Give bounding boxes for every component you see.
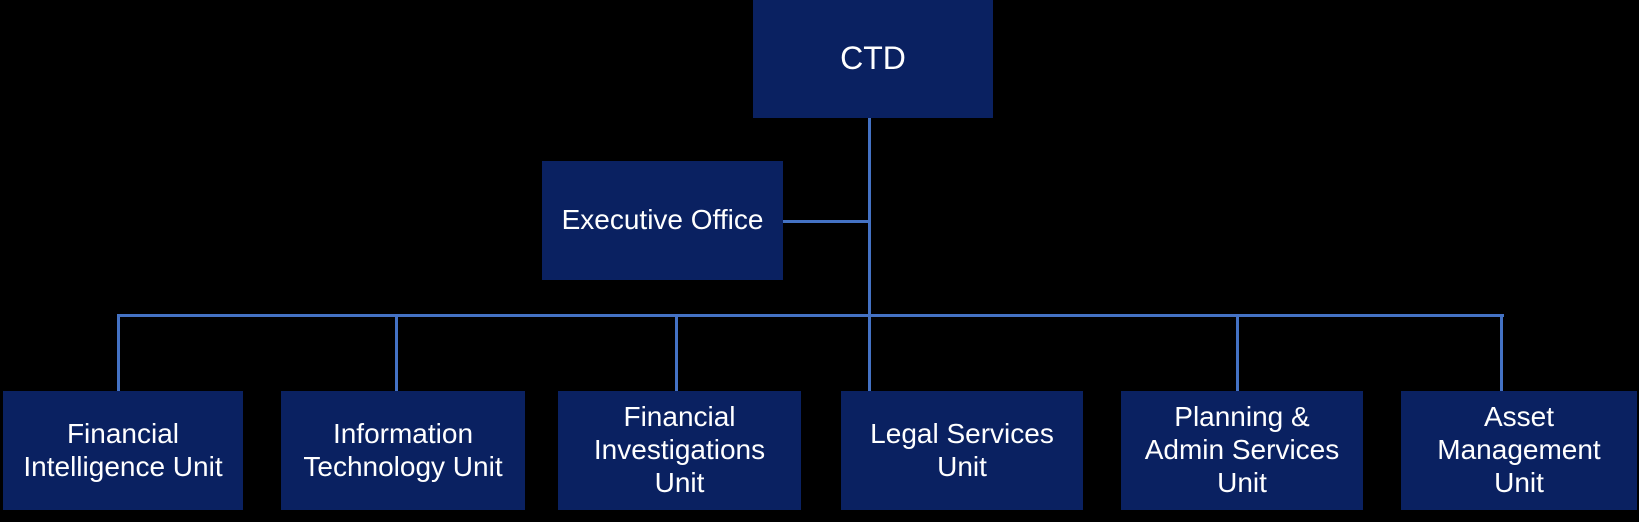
- org-box-asset-management-unit: Asset Management Unit: [1401, 391, 1637, 510]
- connector-drop-financial-investigations: [675, 314, 678, 391]
- org-box-planning-admin-services-unit-label: Planning & Admin Services Unit: [1144, 401, 1340, 498]
- org-box-financial-investigations-unit: Financial Investigations Unit: [558, 391, 801, 510]
- org-box-asset-management-unit-label: Asset Management Unit: [1437, 401, 1601, 498]
- org-box-financial-intelligence-unit: Financial Intelligence Unit: [3, 391, 243, 510]
- connector-drop-planning-admin: [1236, 314, 1239, 391]
- org-box-financial-intelligence-unit-label: Financial Intelligence Unit: [23, 417, 223, 482]
- org-box-planning-admin-services-unit: Planning & Admin Services Unit: [1121, 391, 1363, 510]
- connector-drop-asset-management: [1500, 314, 1503, 391]
- org-box-financial-investigations-unit-label: Financial Investigations Unit: [593, 401, 766, 498]
- org-box-information-technology-unit: Information Technology Unit: [281, 391, 525, 510]
- org-box-ctd: CTD: [753, 0, 993, 118]
- org-box-executive-office: Executive Office: [542, 161, 783, 280]
- org-box-information-technology-unit-label: Information Technology Unit: [303, 417, 503, 482]
- connector-executive-office: [782, 220, 869, 223]
- connector-drop-financial-intelligence: [117, 314, 120, 391]
- org-box-executive-office-label: Executive Office: [561, 204, 764, 236]
- org-box-legal-services-unit: Legal Services Unit: [841, 391, 1083, 510]
- connector-horizontal-bar: [117, 314, 1504, 317]
- org-box-legal-services-unit-label: Legal Services Unit: [870, 417, 1054, 482]
- connector-drop-information-technology: [395, 314, 398, 391]
- connector-trunk-vertical: [868, 117, 871, 391]
- org-box-ctd-label: CTD: [840, 40, 906, 77]
